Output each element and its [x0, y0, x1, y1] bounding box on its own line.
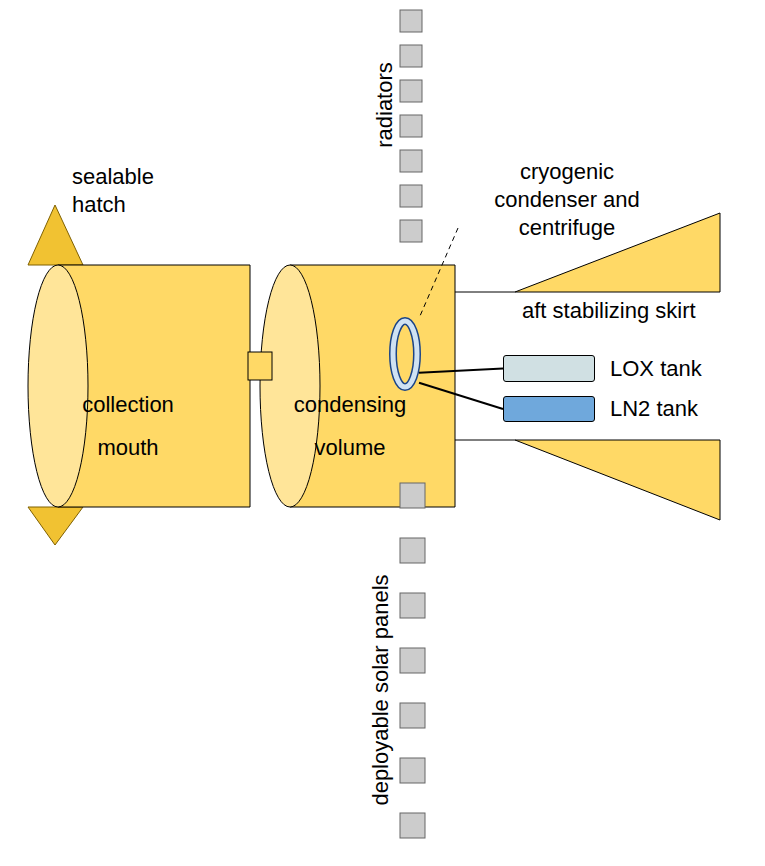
- condenser-ring: [393, 321, 417, 387]
- radiator-panel: [400, 220, 422, 242]
- skirt-fin: [515, 440, 720, 520]
- part-label: aft stabilizing skirt: [522, 298, 696, 324]
- solar-panel-array: [400, 483, 425, 838]
- solar-panel: [400, 703, 425, 728]
- skirt-edge: [455, 440, 515, 441]
- condenser-ring: [393, 321, 417, 387]
- solar-panel: [400, 758, 425, 783]
- radiator-panel: [400, 150, 422, 172]
- hatch-flap: [28, 507, 83, 545]
- cylinder-face: [28, 265, 88, 507]
- radiator-array: [400, 10, 422, 242]
- lox-tank: LOX tank: [503, 355, 595, 382]
- solar-panel: [400, 813, 425, 838]
- solar-panel: [400, 593, 425, 618]
- radiator-panel: [400, 45, 422, 67]
- radiator-panel: [400, 10, 422, 32]
- radiator-panel: [400, 80, 422, 102]
- node-label: cryogenic condenser and centrifuge: [487, 158, 647, 242]
- node-label: collection mouth: [58, 383, 198, 469]
- skirt-edge: [455, 292, 515, 293]
- solar-panel: [400, 538, 425, 563]
- part-label: radiators: [372, 62, 398, 148]
- node-label: LOX tank: [610, 355, 702, 382]
- condensing-volume: condensing volumecryogenic condenser and…: [260, 265, 456, 508]
- ln2-tank: LN2 tank: [503, 396, 595, 422]
- part-label: deployable solar panels: [368, 574, 394, 805]
- solar-panel: [400, 648, 425, 673]
- radiator-panel: [400, 115, 422, 137]
- collection-mouth: collection mouth: [28, 265, 251, 508]
- node-label: LN2 tank: [610, 396, 698, 422]
- leader-line: [420, 228, 458, 316]
- node-label: condensing volume: [280, 383, 420, 469]
- cylinder-face: [260, 265, 320, 507]
- condenser-ring: cryogenic condenser and centrifuge: [391, 318, 419, 390]
- radiator-panel: [400, 185, 422, 207]
- solar-panel: [400, 483, 425, 508]
- pipe-line: [419, 383, 503, 409]
- part-label: sealable hatch: [72, 163, 172, 219]
- connecting-rod: [248, 352, 272, 380]
- pipe-line: [419, 369, 503, 373]
